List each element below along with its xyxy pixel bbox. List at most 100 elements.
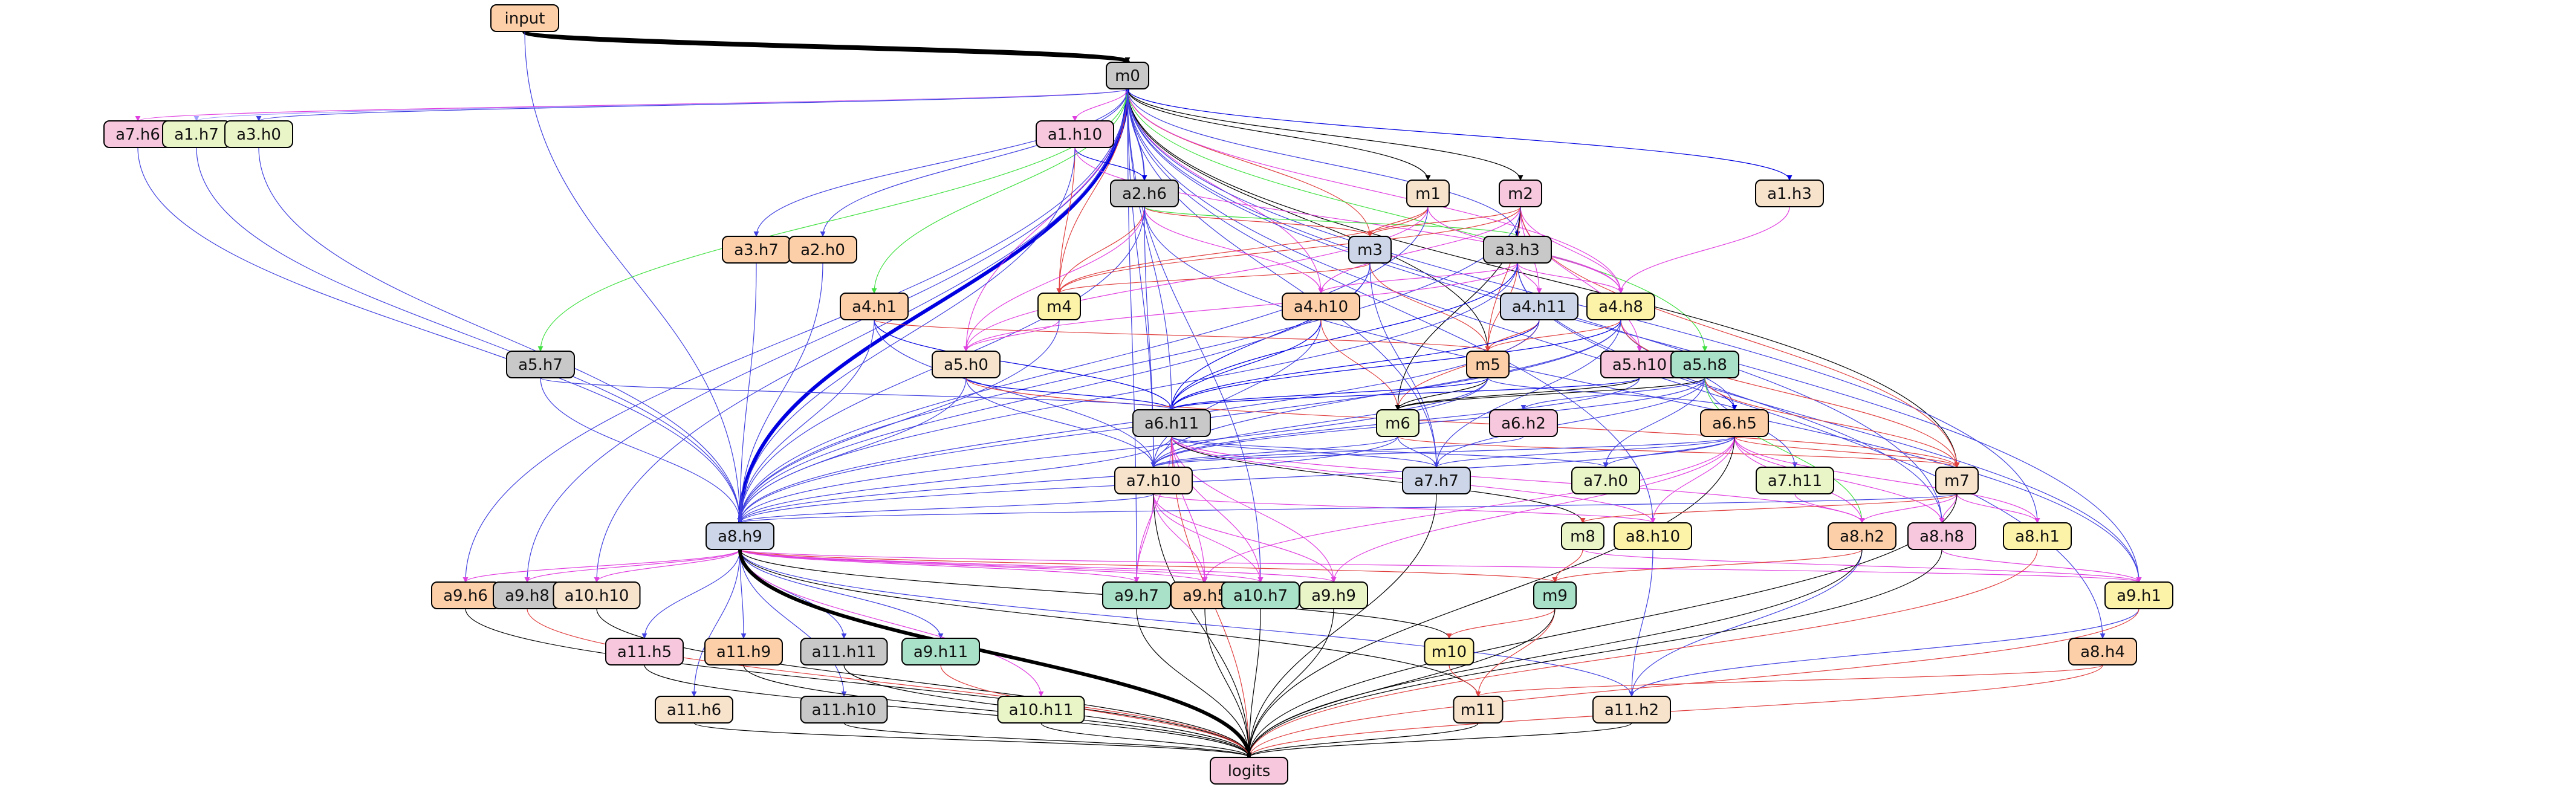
node-a9-h6[interactable]: a9.h6 <box>431 581 500 609</box>
edge-a4.h10-to-a7.h10 <box>1150 319 1322 468</box>
node-a8-h8[interactable]: a8.h8 <box>1907 522 1976 550</box>
node-input[interactable]: input <box>490 4 559 32</box>
node-m4[interactable]: m4 <box>1037 293 1081 320</box>
node-m9[interactable]: m9 <box>1533 581 1577 609</box>
node-a4-h1[interactable]: a4.h1 <box>840 293 909 320</box>
node-a7-h11[interactable]: a7.h11 <box>1756 467 1834 494</box>
node-a5-h8[interactable]: a5.h8 <box>1670 351 1739 378</box>
node-a7-h7[interactable]: a7.h7 <box>1402 467 1471 494</box>
node-label: a10.h7 <box>1233 587 1288 605</box>
edge-m0-to-m4 <box>1056 88 1128 294</box>
node-label: m6 <box>1385 415 1410 433</box>
node-a10-h11[interactable]: a10.h11 <box>997 696 1085 724</box>
edge-a9.h9-to-logits <box>1246 608 1334 758</box>
node-a6-h5[interactable]: a6.h5 <box>1700 409 1769 437</box>
edge-a8.h9-to-a9.h9 <box>739 549 1337 583</box>
node-m7[interactable]: m7 <box>1935 467 1979 494</box>
node-a11-h5[interactable]: a11.h5 <box>605 638 684 665</box>
edge-a8.h4-to-m11 <box>1475 664 2103 697</box>
edge-a6.h11-to-a8.h2 <box>1171 436 1865 523</box>
node-a6-h2[interactable]: a6.h2 <box>1489 409 1558 437</box>
node-a11-h10[interactable]: a11.h10 <box>800 696 888 724</box>
node-label: a9.h6 <box>443 587 488 605</box>
node-box <box>1110 180 1179 207</box>
node-m11[interactable]: m11 <box>1453 696 1504 724</box>
node-a3-h3[interactable]: a3.h3 <box>1483 236 1552 264</box>
edge-a5.h8-to-a7.h0 <box>1603 377 1705 468</box>
edge-m9-to-m10 <box>1446 608 1556 639</box>
node-a4-h11[interactable]: a4.h11 <box>1500 293 1578 320</box>
node-box <box>1453 696 1504 724</box>
node-m0[interactable]: m0 <box>1106 62 1149 89</box>
node-box <box>1756 467 1834 494</box>
node-a8-h2[interactable]: a8.h2 <box>1828 522 1896 550</box>
node-a11-h11[interactable]: a11.h11 <box>800 638 888 665</box>
node-a9-h9[interactable]: a9.h9 <box>1299 581 1368 609</box>
edge-a6.h5-to-a8.h10 <box>1650 436 1735 523</box>
node-box <box>1106 62 1149 89</box>
node-a9-h7[interactable]: a9.h7 <box>1102 581 1171 609</box>
node-a11-h6[interactable]: a11.h6 <box>655 696 733 724</box>
node-a7-h10[interactable]: a7.h10 <box>1114 467 1193 494</box>
edge-a8.h9-to-a11.h9 <box>739 549 747 639</box>
node-a8-h1[interactable]: a8.h1 <box>2003 522 2072 550</box>
node-a5-h7[interactable]: a5.h7 <box>506 351 575 378</box>
node-logits[interactable]: logits <box>1210 757 1288 785</box>
node-label: m3 <box>1357 241 1383 259</box>
node-label: a4.h8 <box>1598 298 1643 316</box>
node-a5-h10[interactable]: a5.h10 <box>1600 351 1679 378</box>
node-a9-h8[interactable]: a9.h8 <box>493 581 562 609</box>
node-m10[interactable]: m10 <box>1424 638 1475 665</box>
edge-a5.h0-to-m7 <box>965 377 1960 468</box>
node-m2[interactable]: m2 <box>1499 180 1542 207</box>
edge-m0-to-a8.h1 <box>1127 88 2040 523</box>
node-a3-h7[interactable]: a3.h7 <box>722 236 791 264</box>
node-a2-h0[interactable]: a2.h0 <box>788 236 857 264</box>
node-a1-h7[interactable]: a1.h7 <box>162 120 231 148</box>
edge-a4.h8-to-a6.h11 <box>1169 319 1621 410</box>
node-label: m11 <box>1461 701 1496 719</box>
edge-a2.h0-to-a8.h9 <box>737 262 823 523</box>
node-a7-h0[interactable]: a7.h0 <box>1571 467 1640 494</box>
node-a5-h0[interactable]: a5.h0 <box>932 351 1001 378</box>
node-label: a2.h6 <box>1122 185 1167 203</box>
node-a4-h10[interactable]: a4.h10 <box>1282 293 1360 320</box>
edge-a4.h8-to-m7 <box>1620 319 1960 468</box>
node-m1[interactable]: m1 <box>1406 180 1450 207</box>
node-a1-h3[interactable]: a1.h3 <box>1755 180 1824 207</box>
node-a10-h10[interactable]: a10.h10 <box>553 581 641 609</box>
node-box <box>788 236 857 264</box>
edge-a9.h5-to-logits <box>1204 608 1252 758</box>
node-a3-h0[interactable]: a3.h0 <box>224 120 293 148</box>
edge-m0-to-m2 <box>1127 88 1523 181</box>
node-a1-h10[interactable]: a1.h10 <box>1036 120 1114 148</box>
node-a10-h7[interactable]: a10.h7 <box>1221 581 1300 609</box>
node-a11-h9[interactable]: a11.h9 <box>704 638 783 665</box>
node-a9-h11[interactable]: a9.h11 <box>901 638 980 665</box>
node-a8-h10[interactable]: a8.h10 <box>1614 522 1692 550</box>
node-label: m8 <box>1570 528 1595 546</box>
node-a7-h6[interactable]: a7.h6 <box>103 120 172 148</box>
node-label: logits <box>1228 762 1271 780</box>
node-a8-h4[interactable]: a8.h4 <box>2068 638 2137 665</box>
node-m3[interactable]: m3 <box>1348 236 1392 264</box>
node-m6[interactable]: m6 <box>1376 409 1419 437</box>
node-label: m0 <box>1115 67 1140 85</box>
node-a6-h11[interactable]: a6.h11 <box>1132 409 1211 437</box>
node-a4-h8[interactable]: a4.h8 <box>1586 293 1655 320</box>
edge-a8.h9-to-m11 <box>739 549 1481 697</box>
edge-a8.h10-to-a11.h2 <box>1629 549 1653 697</box>
node-box <box>1907 522 1976 550</box>
node-label: a3.h7 <box>734 241 779 259</box>
node-a8-h9[interactable]: a8.h9 <box>706 522 774 550</box>
edge-m5-to-a8.h9 <box>737 377 1488 523</box>
node-m8[interactable]: m8 <box>1561 522 1604 550</box>
node-a11-h2[interactable]: a11.h2 <box>1592 696 1671 724</box>
node-a2-h6[interactable]: a2.h6 <box>1110 180 1179 207</box>
node-m5[interactable]: m5 <box>1466 351 1510 378</box>
node-a9-h1[interactable]: a9.h1 <box>2104 581 2173 609</box>
edge-a2.h6-to-a4.h10 <box>1144 206 1324 294</box>
node-label: a10.h11 <box>1009 701 1074 719</box>
edge-m0-to-a9.h7 <box>1127 88 1140 583</box>
